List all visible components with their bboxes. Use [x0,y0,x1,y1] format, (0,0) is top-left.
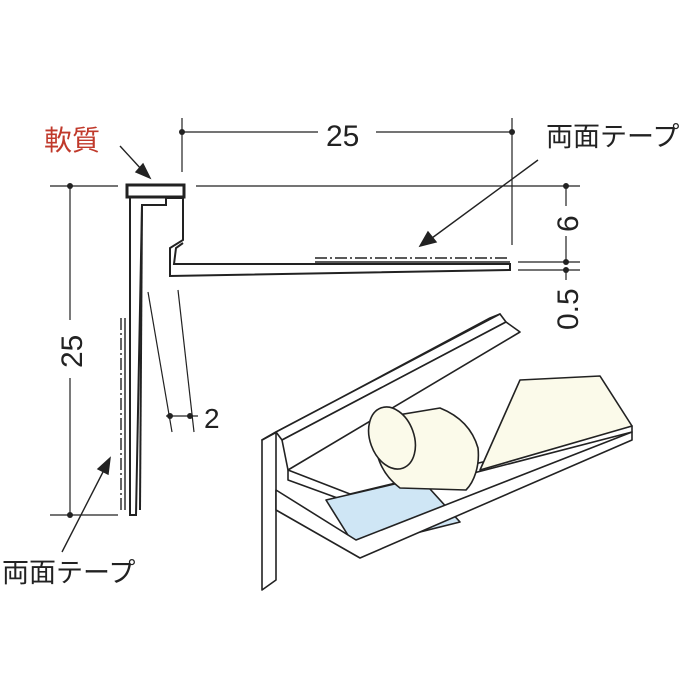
backing-paper [479,375,633,471]
vertical-leg [129,197,511,516]
dim-right-lower: 0.5 [552,288,585,330]
dim-left-height: 25 [56,335,89,368]
leader-arrows [61,145,539,553]
cross-section [125,183,511,516]
leg-face [261,431,277,591]
perspective-view [261,313,633,591]
dim-top-width: 25 [326,120,359,153]
soft-cap [125,183,186,199]
tape-label-top: 両面テープ [546,122,679,152]
inner-wall [139,204,143,511]
dim-right-upper: 6 [552,215,585,232]
dim-thickness: 2 [204,403,220,434]
dimension-dots [67,129,569,518]
tape-strip [325,477,461,549]
soft-material-label: 軟質 [44,125,100,156]
tape-label-bottom: 両面テープ [2,558,135,588]
tape-lines [120,257,510,510]
